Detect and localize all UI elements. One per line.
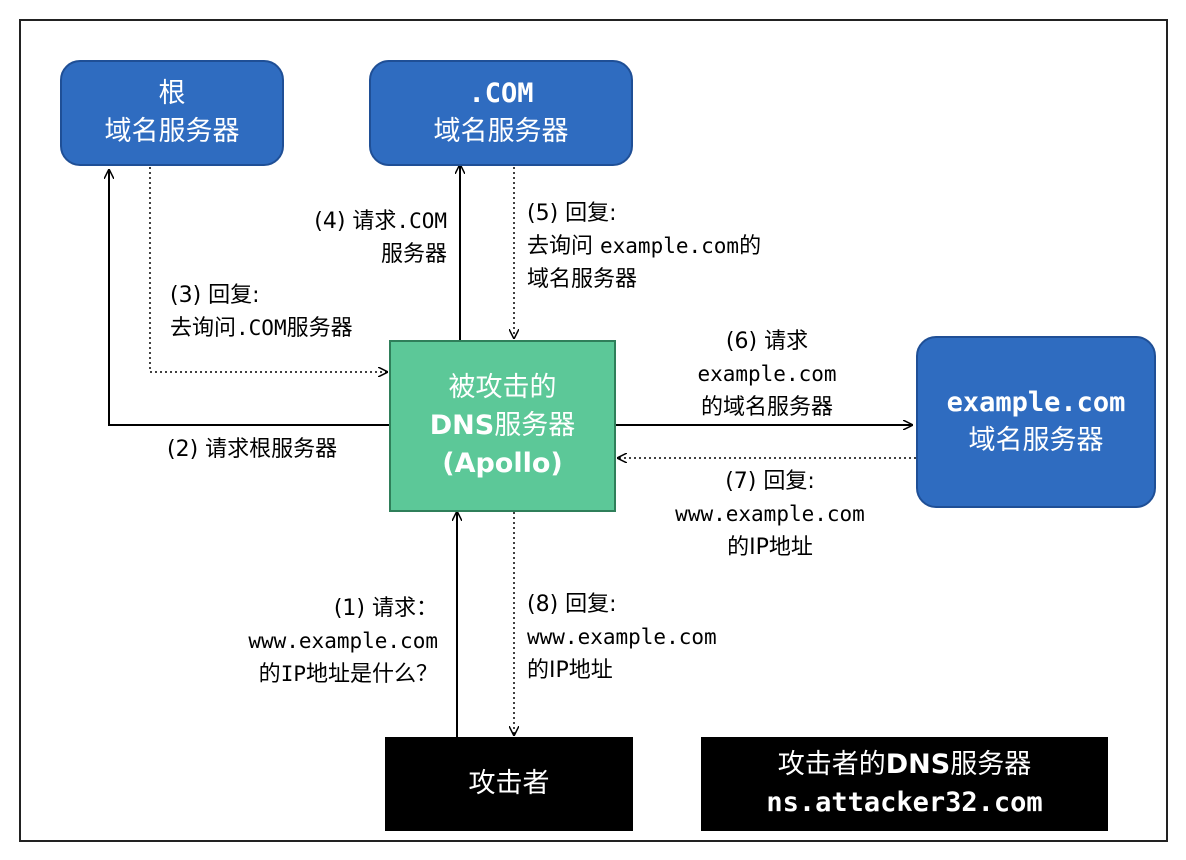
step-2-label: (2) 请求根服务器 — [167, 437, 338, 462]
root-server-line1: 根 — [158, 78, 186, 109]
apollo-line2: DNS服务器 — [429, 410, 576, 441]
step-8-label: (8) 回复: www.example.com 的IP地址 — [527, 592, 717, 683]
arrow-3-reply-root — [149, 167, 387, 372]
attacker-dns-line1: 攻击者的DNS服务器 — [777, 749, 1032, 780]
example-dns-server: example.com 域名服务器 — [916, 336, 1156, 508]
attacker-label: 攻击者 — [468, 768, 550, 799]
example-server-line1: example.com — [946, 387, 1126, 418]
apollo-line1: 被攻击的 — [448, 372, 557, 403]
root-server-line2: 域名服务器 — [104, 116, 240, 147]
com-dns-server: .COM 域名服务器 — [369, 60, 633, 166]
attacker-dns-server: 攻击者的DNS服务器 ns.attacker32.com — [701, 737, 1108, 831]
attacker-box: 攻击者 — [385, 737, 633, 831]
example-server-line2: 域名服务器 — [968, 425, 1104, 456]
root-dns-server: 根 域名服务器 — [60, 60, 284, 166]
com-server-line2: 域名服务器 — [433, 116, 569, 147]
apollo-dns-server: 被攻击的 DNS服务器 (Apollo) — [389, 340, 616, 512]
step-6-label: (6) 请求 example.com 的域名服务器 — [697, 329, 837, 420]
step-3-label: (3) 回复: 去询问.COM服务器 — [170, 283, 353, 341]
apollo-line3: (Apollo) — [442, 448, 563, 479]
step-5-label: (5) 回复: 去询问 example.com的 域名服务器 — [527, 201, 762, 292]
com-server-line1: .COM — [468, 78, 534, 109]
diagram-frame — [19, 19, 1168, 842]
arrow-2-request-root — [109, 170, 389, 426]
step-7-label: (7) 回复: www.example.com 的IP地址 — [675, 469, 865, 560]
step-1-label: (1) 请求： www.example.com 的IP地址是什么？ — [248, 596, 438, 687]
attacker-dns-line2: ns.attacker32.com — [766, 787, 1043, 818]
step-4-label: (4) 请求.COM 服务器 — [314, 209, 447, 267]
